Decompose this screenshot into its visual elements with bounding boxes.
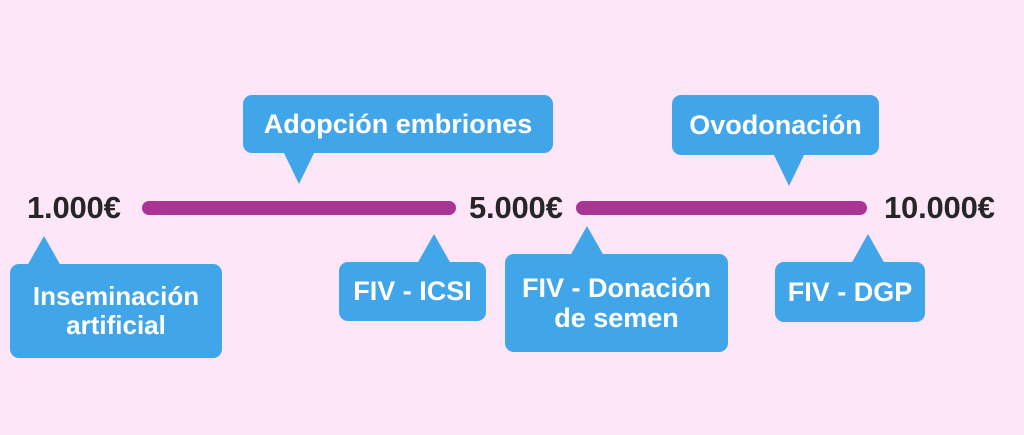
callout-tail-fiv-icsi xyxy=(417,234,451,264)
callout-ovodonacion[interactable]: Ovodonación xyxy=(672,95,879,155)
callout-tail-inseminacion-artificial xyxy=(27,236,61,266)
callout-fiv-icsi[interactable]: FIV - ICSI xyxy=(339,262,486,321)
callout-fiv-donacion-de-semen[interactable]: FIV - Donación de semen xyxy=(505,254,728,352)
callout-adopcion-embriones[interactable]: Adopción embriones xyxy=(243,95,553,153)
callout-label-inseminacion-artificial: Inseminación artificial xyxy=(32,280,200,340)
callout-label-ovodonacion: Ovodonación xyxy=(689,109,862,140)
callout-tail-fiv-donacion-de-semen xyxy=(570,226,604,256)
scale-bar-1000-5000 xyxy=(142,201,456,215)
price-label-mid: 5.000€ xyxy=(469,190,563,225)
scale-bar-5000-10000 xyxy=(576,201,867,215)
price-label-max: 10.000€ xyxy=(884,190,995,225)
callout-inseminacion-artificial[interactable]: Inseminación artificial xyxy=(10,264,222,358)
callout-label-adopcion-embriones: Adopción embriones xyxy=(263,108,533,139)
callout-tail-fiv-dgp xyxy=(851,234,885,264)
price-label-min: 1.000€ xyxy=(27,190,121,225)
callout-tail-ovodonacion xyxy=(773,153,805,186)
callout-label-fiv-icsi: FIV - ICSI xyxy=(353,276,472,307)
callout-label-fiv-donacion-de-semen: FIV - Donación de semen xyxy=(522,272,711,333)
callout-fiv-dgp[interactable]: FIV - DGP xyxy=(775,262,925,322)
callout-label-fiv-dgp: FIV - DGP xyxy=(787,276,913,307)
callout-tail-adopcion-embriones xyxy=(283,151,315,184)
